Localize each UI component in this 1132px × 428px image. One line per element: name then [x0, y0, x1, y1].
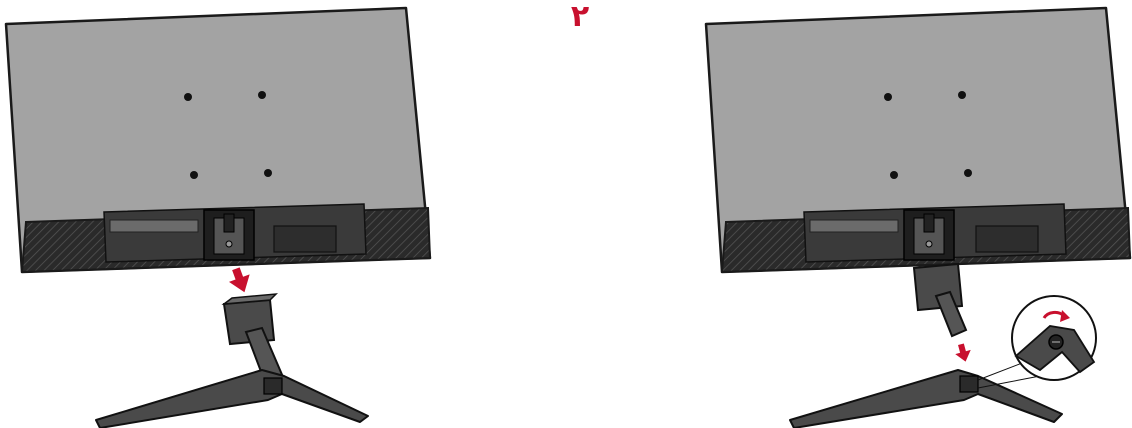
- screw-callout: [1012, 296, 1096, 380]
- stand-neck: [914, 264, 966, 336]
- mount-screw: [226, 241, 232, 247]
- mount-latch: [224, 214, 234, 232]
- vesa-screw: [884, 93, 892, 101]
- stand-hinge: [264, 378, 282, 394]
- mount-latch: [924, 214, 934, 232]
- vesa-screw: [190, 171, 198, 179]
- stand-base: [96, 370, 368, 428]
- vesa-screw: [958, 91, 966, 99]
- stand-hinge: [960, 376, 978, 392]
- io-port-strip: [810, 220, 898, 232]
- io-port-strip: [110, 220, 198, 232]
- monitor-right: [706, 8, 1130, 272]
- mount-screw: [926, 241, 932, 247]
- vesa-screw: [264, 169, 272, 177]
- down-arrow: [226, 265, 255, 296]
- vent-panel: [274, 226, 336, 252]
- vent-panel: [976, 226, 1038, 252]
- monitor-left: [6, 8, 430, 272]
- vesa-screw: [184, 93, 192, 101]
- stand-with-neck: [96, 294, 368, 428]
- vesa-screw: [964, 169, 972, 177]
- down-arrow: [953, 342, 973, 364]
- vesa-screw: [258, 91, 266, 99]
- stand-base-screw: [790, 360, 1062, 428]
- vesa-screw: [890, 171, 898, 179]
- stand-base: [790, 370, 1062, 428]
